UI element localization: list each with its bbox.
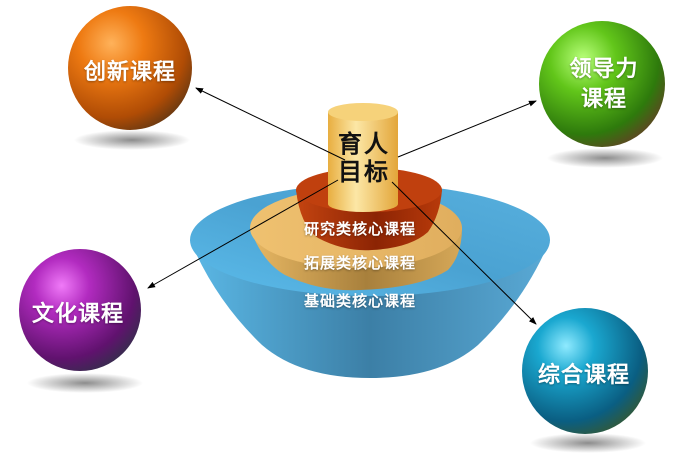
arrow-to-culture xyxy=(147,179,339,289)
sphere-culture[interactable] xyxy=(19,249,141,371)
sphere-leadership[interactable] xyxy=(539,21,665,147)
sphere-innovation-label: 创新课程 xyxy=(83,59,176,85)
sphere-comprehensive[interactable] xyxy=(522,308,648,434)
sphere-culture-label: 文化课程 xyxy=(31,301,124,327)
core-label: 育人 目标 xyxy=(328,130,400,186)
arrow-to-innovation xyxy=(195,87,346,161)
sphere-innovation[interactable] xyxy=(68,6,192,130)
layer-basic-label: 基础类核心课程 xyxy=(303,292,416,310)
sphere-shadow xyxy=(547,148,663,168)
arrow-to-comprehensive xyxy=(391,181,537,325)
sphere-shadow xyxy=(27,373,143,393)
sphere-shadow xyxy=(74,130,190,150)
sphere-shadow xyxy=(530,433,646,453)
sphere-leadership-label-line2: 课程 xyxy=(580,86,627,112)
core-label-line2: 目标 xyxy=(338,157,390,186)
sphere-leadership-label: 领导力 课程 xyxy=(548,54,660,114)
layer-research-label: 研究类核心课程 xyxy=(303,220,416,238)
arrow-to-leadership xyxy=(397,100,537,158)
sphere-comprehensive-label: 综合课程 xyxy=(537,362,630,388)
core-label-line1: 育人 xyxy=(338,129,390,158)
core-cylinder[interactable] xyxy=(328,103,398,212)
layer-extension-label: 拓展类核心课程 xyxy=(303,254,416,272)
sphere-leadership-label-line1: 领导力 xyxy=(569,56,639,82)
